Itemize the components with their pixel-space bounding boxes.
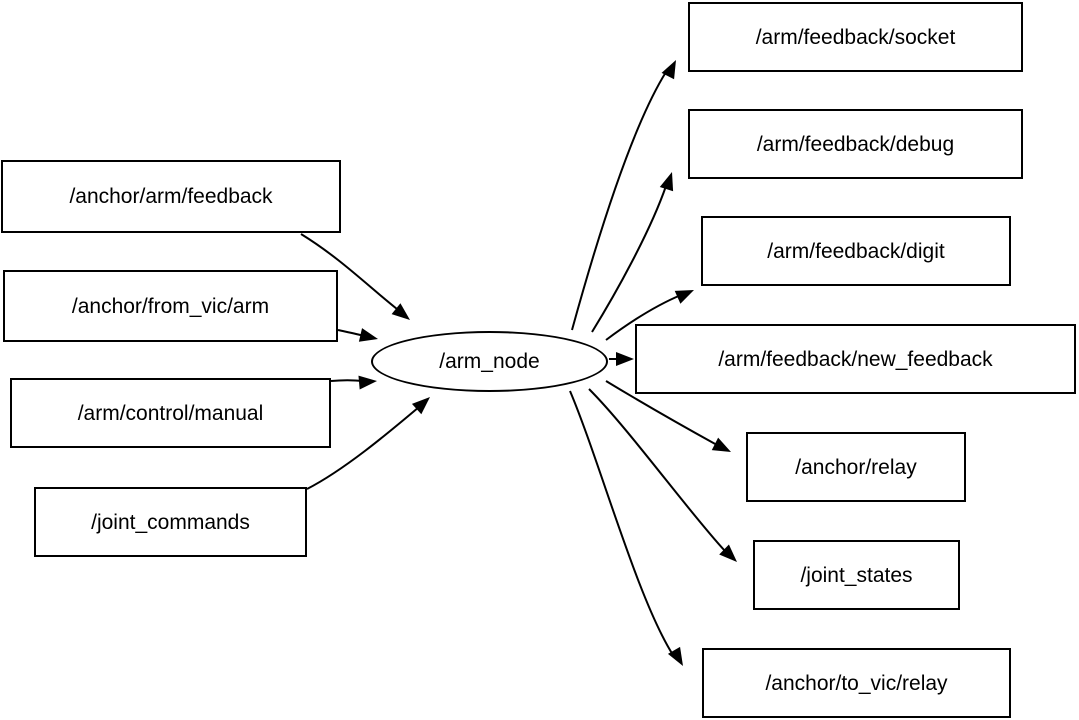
topic-box-anchor-from-vic-arm[interactable]: /anchor/from_vic/arm bbox=[3, 270, 338, 342]
edge-arm-node-to-arm-feedback-digit-arrowhead-icon bbox=[674, 290, 694, 304]
topic-box-arm-feedback-new-feedback[interactable]: /arm/feedback/new_feedback bbox=[635, 324, 1076, 394]
edge-arm-node-to-arm-feedback-debug bbox=[591, 185, 667, 333]
edges-group bbox=[300, 60, 737, 666]
edge-anchor-from-vic-arm-to-arm-node-arrowhead-icon bbox=[358, 328, 378, 342]
topic-box-anchor-to-vic-relay[interactable]: /anchor/to_vic/relay bbox=[702, 648, 1011, 718]
edge-arm-node-to-new-feedback-arrowhead-icon bbox=[616, 352, 634, 366]
edge-joint-commands-to-arm-node bbox=[306, 406, 420, 490]
edge-arm-node-to-joint-states bbox=[588, 388, 726, 552]
topic-label-anchor-from-vic-arm: /anchor/from_vic/arm bbox=[71, 294, 270, 318]
topic-box-arm-feedback-digit[interactable]: /arm/feedback/digit bbox=[701, 216, 1011, 286]
topic-box-arm-feedback-socket[interactable]: /arm/feedback/socket bbox=[688, 2, 1023, 72]
edge-arm-node-to-anchor-relay bbox=[605, 380, 718, 446]
edge-anchor-arm-feedback-to-arm-node bbox=[300, 233, 398, 310]
edge-joint-commands-to-arm-node-arrowhead-icon bbox=[411, 397, 430, 415]
edge-arm-node-to-arm-feedback-digit bbox=[605, 294, 682, 341]
edge-arm-node-to-arm-feedback-socket-arrowhead-icon bbox=[661, 60, 676, 80]
edge-arm-node-to-arm-feedback-socket bbox=[571, 71, 667, 331]
edge-arm-control-manual-to-arm-node bbox=[330, 379, 364, 382]
topic-label-anchor-to-vic-relay: /anchor/to_vic/relay bbox=[765, 671, 948, 695]
topic-box-arm-control-manual[interactable]: /arm/control/manual bbox=[10, 378, 331, 448]
topic-label-arm-feedback-digit: /arm/feedback/digit bbox=[767, 239, 945, 263]
topic-label-joint-states: /joint_states bbox=[800, 563, 913, 587]
topic-label-arm-feedback-socket: /arm/feedback/socket bbox=[755, 25, 956, 49]
edge-arm-node-to-joint-states-arrowhead-icon bbox=[719, 544, 737, 562]
edge-arm-node-to-arm-feedback-debug-arrowhead-icon bbox=[659, 172, 674, 192]
topic-label-joint-commands: /joint_commands bbox=[91, 510, 250, 534]
topic-box-anchor-relay[interactable]: /anchor/relay bbox=[746, 432, 966, 502]
topic-label-anchor-arm-feedback: /anchor/arm/feedback bbox=[69, 185, 273, 208]
topic-box-joint-states[interactable]: /joint_states bbox=[753, 540, 960, 610]
topic-label-anchor-relay: /anchor/relay bbox=[795, 455, 917, 479]
edge-anchor-from-vic-arm-to-arm-node bbox=[337, 329, 365, 337]
edge-arm-node-to-anchor-to-vic-relay-arrowhead-icon bbox=[667, 646, 683, 666]
node-arm-node-label: /arm_node bbox=[439, 350, 540, 373]
edge-arm-node-to-anchor-relay-arrowhead-icon bbox=[711, 437, 731, 452]
topic-box-anchor-arm-feedback[interactable]: /anchor/arm/feedback bbox=[1, 160, 341, 233]
edge-arm-control-manual-to-arm-node-arrowhead-icon bbox=[358, 375, 377, 390]
topic-box-arm-feedback-debug[interactable]: /arm/feedback/debug bbox=[688, 109, 1023, 179]
topic-label-arm-control-manual: /arm/control/manual bbox=[77, 401, 264, 425]
topic-box-joint-commands[interactable]: /joint_commands bbox=[34, 487, 307, 557]
edge-arm-node-to-anchor-to-vic-relay bbox=[569, 390, 674, 656]
edge-anchor-arm-feedback-to-arm-node-arrowhead-icon bbox=[391, 303, 410, 320]
topic-label-arm-feedback-debug: /arm/feedback/debug bbox=[756, 132, 955, 156]
topic-label-arm-feedback-new-feedback: /arm/feedback/new_feedback bbox=[718, 347, 993, 371]
node-arm-node[interactable]: /arm_node bbox=[371, 331, 608, 392]
